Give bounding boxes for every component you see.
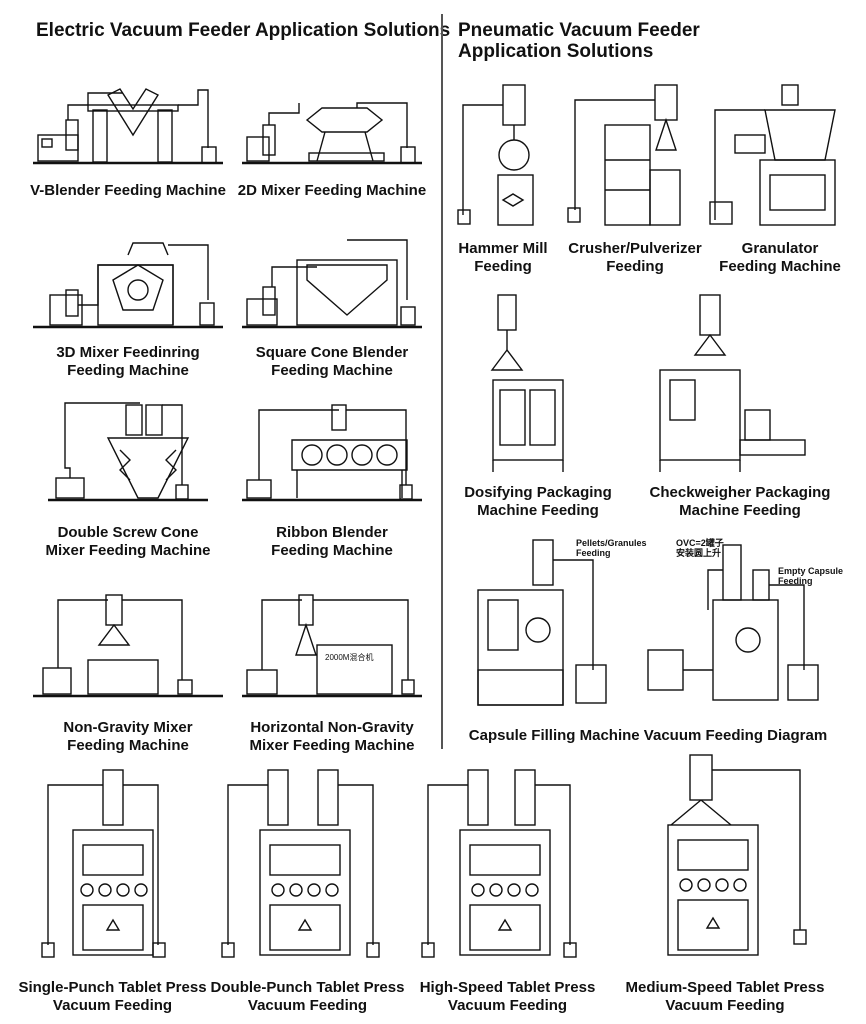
ribbon-blender-illustration (242, 404, 422, 502)
dosifying-illustration (490, 294, 564, 472)
caption-crusher-1: Crusher/Pulverizer (568, 240, 702, 257)
electric-section-title: Electric Vacuum Feeder Application Solut… (36, 20, 451, 41)
caption-checkweigher-2: Machine Feeding (679, 502, 801, 519)
caption-hammer-mill-1: Hammer Mill (458, 240, 548, 257)
crusher-illustration (567, 84, 681, 226)
caption-single-punch-1: Single-Punch Tablet Press (18, 979, 207, 996)
pneumatic-section-title: Pneumatic Vacuum Feeder Application Solu… (458, 20, 700, 62)
caption-high-speed-1: High-Speed Tablet Press (419, 979, 596, 996)
caption-3d-mixer-2: Feeding Machine (67, 362, 189, 379)
caption-double-screw-2: Mixer Feeding Machine (45, 542, 211, 559)
note-empty-2: Feeding (778, 576, 813, 586)
caption-double-screw-1: Double Screw Cone (57, 524, 199, 541)
pneumatic-title-line2: Application Solutions (458, 41, 654, 62)
caption-ribbon-2: Feeding Machine (271, 542, 393, 559)
square-cone-illustration (242, 239, 422, 329)
horizontal-non-gravity-illustration: 2000M混合机 (242, 594, 422, 698)
caption-ribbon-1: Ribbon Blender (276, 524, 388, 541)
caption-medium-speed-2: Vacuum Feeding (665, 997, 785, 1014)
caption-single-punch-2: Vacuum Feeding (52, 997, 173, 1014)
hammer-mill-illustration (457, 84, 534, 226)
caption-granulator-2: Feeding Machine (719, 258, 841, 275)
single-punch-illustration (41, 769, 166, 958)
non-gravity-illustration (33, 594, 223, 698)
capsule-filling-illustration (477, 539, 819, 706)
note-pellets-1: Pellets/Granules (576, 538, 647, 548)
caption-3d-mixer-1: 3D Mixer Feedinring (56, 344, 200, 361)
2d-mixer-illustration (242, 102, 422, 165)
caption-v-blender-1: V-Blender Feeding Machine (30, 182, 226, 199)
note-ovc: OVC=2罐子安装圆上升 (676, 538, 724, 558)
double-punch-illustration (221, 769, 380, 958)
caption-medium-speed-1: Medium-Speed Tablet Press (625, 979, 825, 996)
granulator-illustration (709, 84, 836, 226)
pneumatic-title-line1: Pneumatic Vacuum Feeder (458, 20, 700, 41)
panel-v-blender: V-Blender Feeding Machine (28, 75, 228, 200)
caption-non-gravity-1: Non-Gravity Mixer (63, 719, 193, 736)
section-divider (441, 14, 443, 749)
v-blender-illustration (33, 88, 223, 165)
note-pellets-2: Feeding (576, 548, 611, 558)
checkweigher-illustration (659, 294, 806, 472)
caption-2d-mixer-1: 2D Mixer Feeding Machine (237, 182, 427, 199)
note-ovc-2: 安装圆上升 (676, 548, 722, 558)
caption-double-punch-2: Vacuum Feeding (247, 997, 368, 1014)
note-ovc-1: OVC=2罐子 (676, 538, 724, 548)
caption-hammer-mill-2: Feeding (474, 258, 532, 275)
caption-square-cone-2: Feeding Machine (271, 362, 393, 379)
caption-square-cone-1: Square Cone Blender (255, 344, 409, 361)
caption-horizontal-2: Mixer Feeding Machine (249, 737, 415, 754)
mixer-machine-label: 2000M混合机 (325, 652, 373, 662)
panel-2d-mixer: 2D Mixer Feeding Machine (237, 75, 427, 200)
caption-non-gravity-2: Feeding Machine (67, 737, 189, 754)
caption-high-speed-2: Vacuum Feeding (447, 997, 568, 1014)
caption-capsule: Capsule Filling Machine Vacuum Feeding D… (468, 727, 828, 744)
double-screw-illustration (48, 402, 208, 502)
3d-mixer-illustration (33, 242, 223, 329)
high-speed-illustration (421, 769, 577, 958)
medium-speed-illustration (667, 754, 807, 956)
caption-double-punch-1: Double-Punch Tablet Press (210, 979, 405, 996)
caption-horizontal-1: Horizontal Non-Gravity (250, 719, 414, 736)
caption-checkweigher-1: Checkweigher Packaging (649, 484, 831, 501)
caption-granulator-1: Granulator (741, 240, 819, 257)
caption-dosifying-2: Machine Feeding (477, 502, 599, 519)
caption-crusher-2: Feeding (606, 258, 664, 275)
note-empty-1: Empty Capsule (778, 566, 844, 576)
caption-dosifying-1: Dosifying Packaging (464, 484, 612, 501)
